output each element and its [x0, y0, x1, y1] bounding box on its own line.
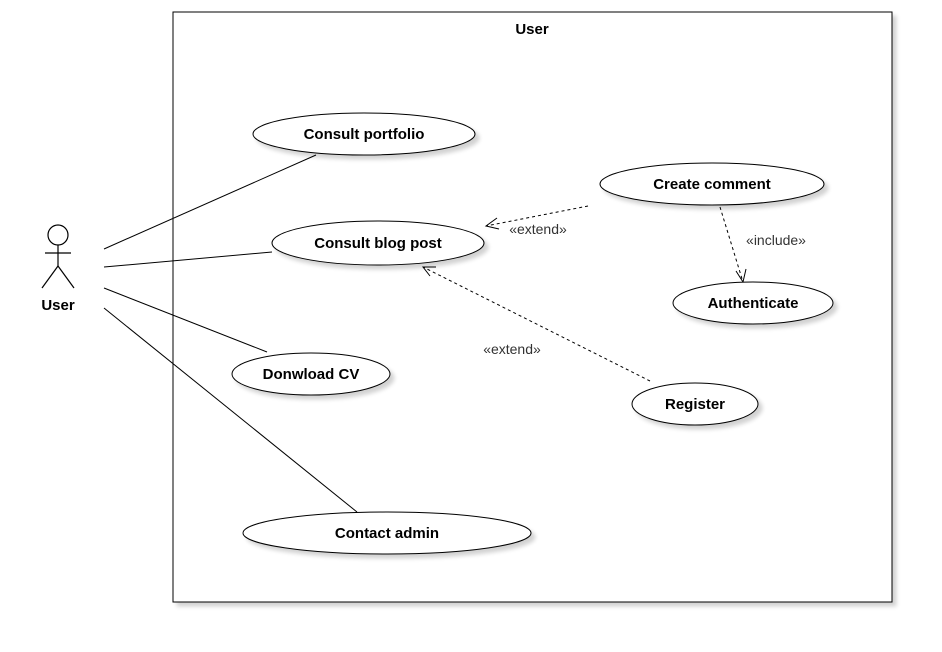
use-case-consult-blog-post[interactable]: Consult blog post: [271, 220, 485, 266]
use-case-label: Authenticate: [708, 295, 799, 312]
use-case-register[interactable]: Register: [631, 382, 759, 426]
use-case-authenticate[interactable]: Authenticate: [672, 281, 834, 325]
extend-label-register: «extend»: [483, 341, 541, 357]
extend-arrow-comment[interactable]: [484, 205, 589, 230]
use-case-create-comment[interactable]: Create comment: [599, 162, 825, 206]
use-case-label: Register: [665, 396, 725, 413]
use-case-consult-portfolio[interactable]: Consult portfolio: [252, 112, 476, 156]
use-case-label: Consult portfolio: [304, 126, 425, 143]
extend-arrow-register[interactable]: [421, 266, 651, 382]
use-case-label: Donwload CV: [263, 366, 360, 383]
use-case-label: Create comment: [653, 176, 771, 193]
use-case-download-cv[interactable]: Donwload CV: [231, 352, 391, 396]
association-download-cv[interactable]: [103, 287, 268, 353]
extend-label-comment: «extend»: [509, 221, 567, 237]
actor-user[interactable]: User: [41, 224, 75, 314]
use-case-contact-admin[interactable]: Contact admin: [242, 511, 532, 555]
system-title: User: [515, 21, 549, 38]
use-case-label: Contact admin: [335, 525, 439, 542]
actor-figure-icon: [41, 224, 75, 289]
actor-label: User: [41, 297, 75, 314]
use-case-label: Consult blog post: [314, 235, 441, 252]
association-contact-admin[interactable]: [103, 307, 358, 513]
association-blog-post[interactable]: [103, 251, 273, 268]
association-portfolio[interactable]: [103, 154, 317, 250]
include-label-auth: «include»: [746, 232, 806, 248]
